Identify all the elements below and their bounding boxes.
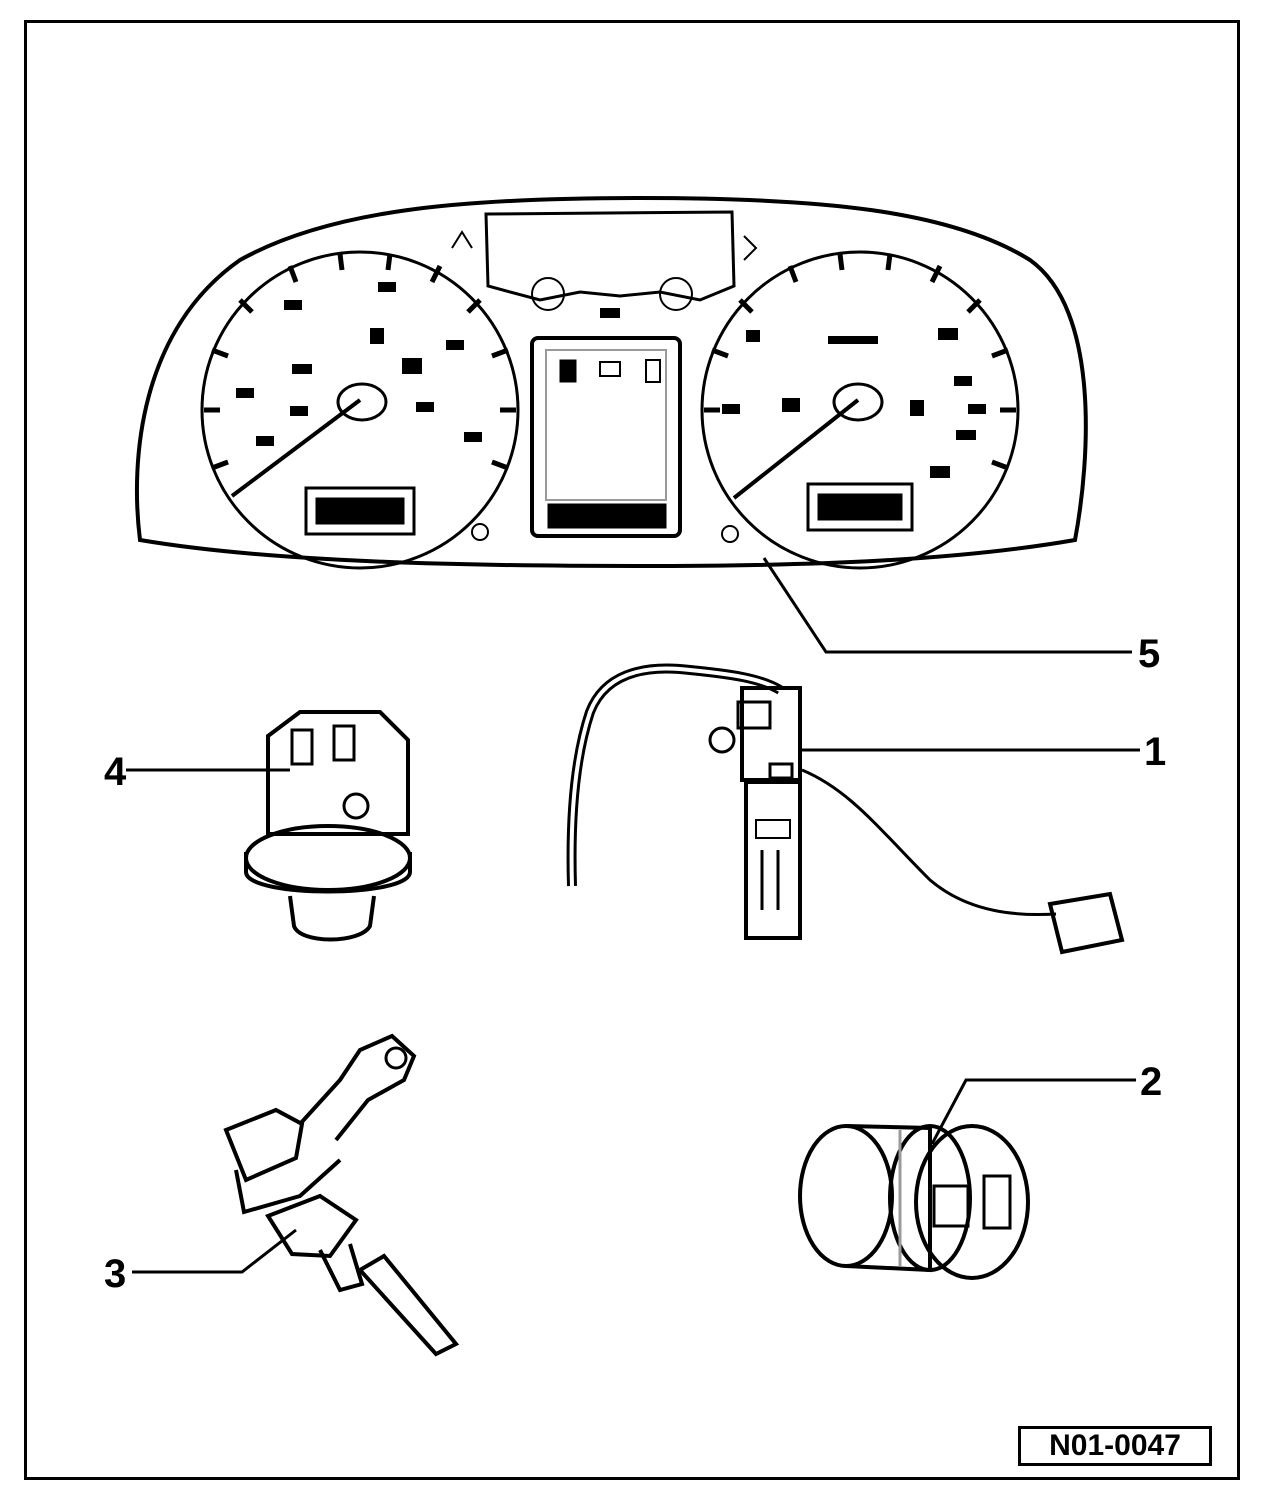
callout-3: 3 xyxy=(104,1252,127,1296)
leader-line-3 xyxy=(132,1228,297,1274)
tachometer-dial xyxy=(700,250,1020,570)
figure-reference-label: N01-0047 xyxy=(1018,1426,1212,1466)
sensor-1-plug xyxy=(1047,891,1125,955)
tachometer-needle xyxy=(732,398,860,500)
callout-4: 4 xyxy=(104,750,127,794)
warning-lamp-panel xyxy=(484,210,736,302)
callout-1: 1 xyxy=(1144,730,1167,774)
sensor-3 xyxy=(223,1033,460,1357)
cluster-housing xyxy=(134,195,1088,569)
sensor-1-lead xyxy=(801,768,1057,917)
sensor-3-probe xyxy=(356,1253,460,1357)
center-display xyxy=(530,336,682,538)
speedometer-needle xyxy=(230,398,362,498)
leader-line-5 xyxy=(762,557,1132,654)
callout-5: 5 xyxy=(1138,632,1161,676)
callout-2: 2 xyxy=(1140,1060,1163,1104)
switch-2 xyxy=(798,1124,1030,1280)
leader-line-2 xyxy=(930,1078,1136,1145)
instrument-cluster xyxy=(134,195,1088,570)
odometer-display-right xyxy=(806,482,914,532)
sensor-1 xyxy=(566,663,1125,955)
speedometer-dial xyxy=(200,250,520,570)
odometer-display-left xyxy=(304,486,416,536)
figure-frame xyxy=(24,20,1240,1480)
sensor-1-probe xyxy=(744,780,802,940)
switch-4 xyxy=(244,710,412,942)
